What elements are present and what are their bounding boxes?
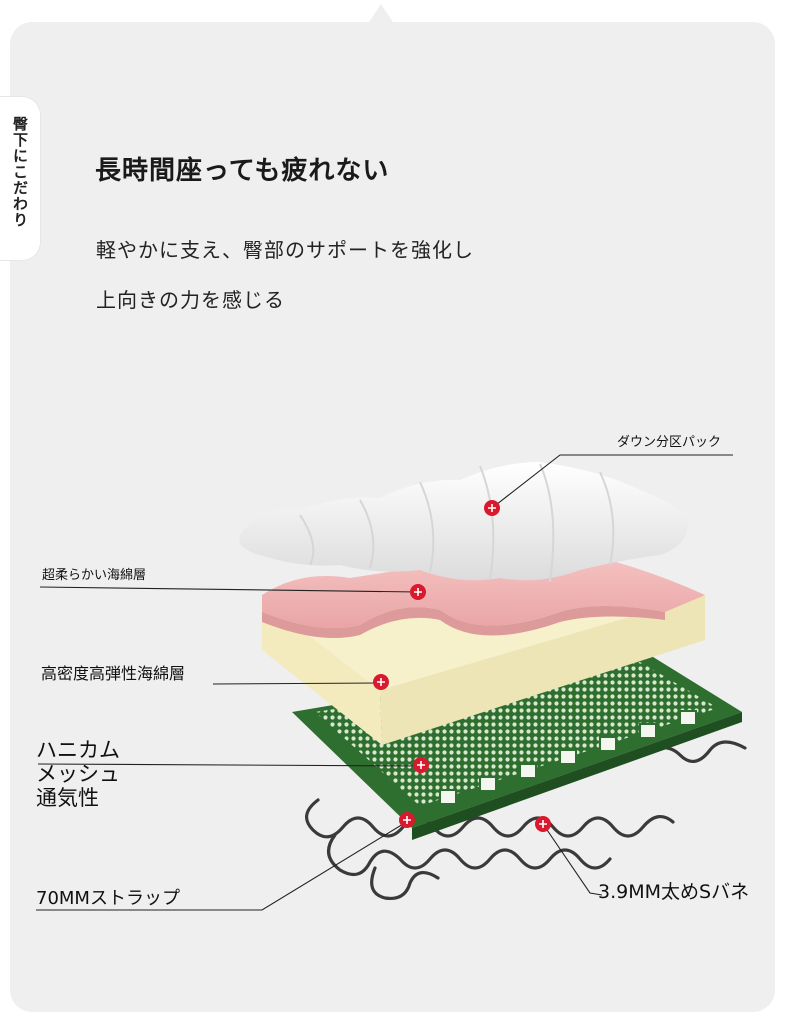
description-line-1: 軽やかに支え、臀部のサポートを強化し [96,238,474,262]
label-mesh-line-3: 通気性 [36,786,99,810]
pointer-notch [369,4,393,22]
label-high-density-foam: 高密度高弾性海綿層 [41,664,186,683]
label-strap: 70MMストラップ [36,888,180,909]
label-down-pack: ダウン分区パック [617,435,722,450]
marker-mesh-plus-icon [413,757,429,773]
side-tab-label: 臀下にこだわり [11,116,29,228]
label-spring: 3.9MM太めSバネ [598,881,750,903]
label-soft-foam: 超柔らかい海綿層 [42,568,147,583]
leader-lines [36,454,733,911]
callout-markers [373,500,551,832]
marker-spring-plus-icon [535,816,551,832]
down-pack-layer [239,462,689,583]
label-mesh-line-2: メッシュ [36,762,120,786]
marker-high-plus-icon [373,674,389,690]
marker-strap-plus-icon [399,812,415,828]
label-honeycomb-mesh: ハニカム メッシュ 通気性 [36,738,120,810]
marker-soft-plus-icon [410,584,426,600]
description-line-2: 上向きの力を感じる [96,288,285,312]
marker-down-plus-icon [484,500,500,516]
page-title: 長時間座っても疲れない [95,156,390,186]
side-tab[interactable] [0,97,40,260]
label-mesh-line-1: ハニカム [36,738,120,762]
soft-foam-layer [262,548,705,639]
